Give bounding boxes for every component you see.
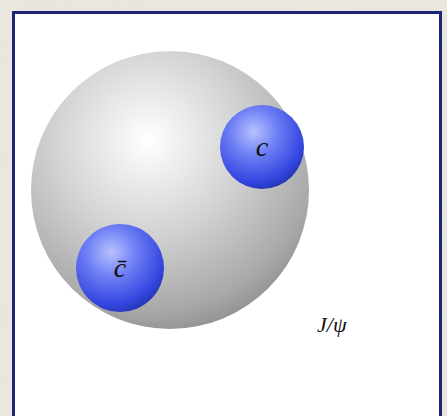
sphere-body	[31, 51, 309, 329]
meson-sphere: J/ψcc̄	[30, 50, 310, 330]
quark-ball: c	[219, 104, 305, 190]
sphere-outline	[30, 50, 310, 330]
particle-label: J/ψ	[317, 314, 347, 336]
quark-label: c̄	[114, 254, 126, 282]
quark-ball: c̄	[75, 223, 165, 313]
quark-body	[220, 105, 304, 189]
quark-label: c	[256, 133, 268, 161]
quark-body	[76, 224, 164, 312]
